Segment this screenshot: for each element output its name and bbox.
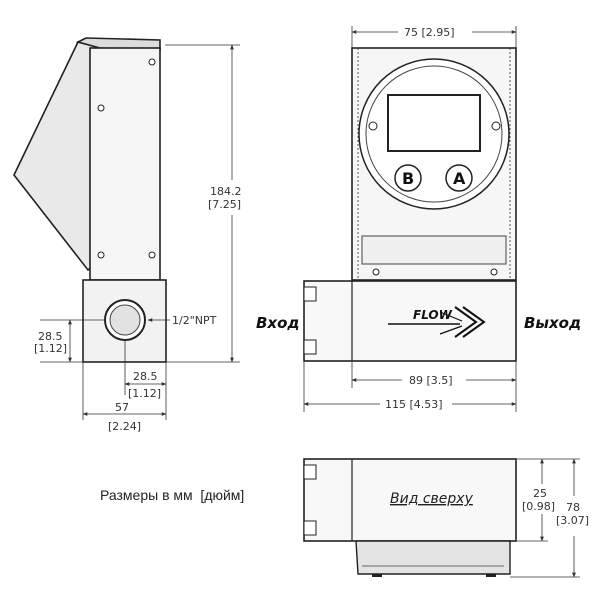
front-top-width: 75 [2.95] (404, 26, 455, 39)
mounting-screw-icon (97, 58, 156, 259)
display-screen (387, 94, 481, 152)
port-offset-h-in: [1.12] (128, 387, 161, 400)
side-width-mm: 57 (115, 401, 129, 414)
top-overall-height-in: [3.07] (556, 514, 589, 527)
side-view: 184.2 [7.25] 1/2"NPT 28.5 [1.12] 28.5 [1… (13, 37, 242, 433)
side-width-in: [2.24] (108, 420, 141, 433)
top-view: Вид сверху 25 [0.98] 78 [3.07] (303, 458, 589, 578)
front-lower-panel (361, 235, 507, 265)
port-offset-h-mm: 28.5 (133, 370, 158, 383)
npt-port-icon (104, 299, 146, 341)
front-inner-width: 89 [3.5] (409, 374, 453, 387)
flow-chevron-icon (388, 306, 486, 338)
front-view: 75 [2.95] B A (256, 26, 581, 412)
units-note: Размеры в мм [дюйм] (100, 487, 244, 503)
port-offset-v-in: [1.12] (34, 342, 67, 355)
top-flow-block (303, 458, 517, 542)
top-housing-shadow (355, 540, 511, 575)
port-offset-v-mm: 28.5 (38, 330, 63, 343)
top-body-height-mm: 25 (533, 487, 547, 500)
side-height-in: [7.25] (208, 198, 241, 211)
inlet-label: Вход (256, 314, 300, 332)
port-label: 1/2"NPT (172, 314, 217, 327)
front-flow-block (303, 280, 517, 362)
outlet-label: Выход (524, 314, 581, 332)
svg-text:B: B (402, 169, 414, 188)
top-view-title: Вид сверху (390, 491, 474, 507)
flow-label: FLOW (413, 308, 453, 322)
side-housing-top (75, 37, 161, 51)
svg-text:A: A (453, 169, 466, 188)
side-height-mm: 184.2 (210, 185, 242, 198)
front-overall-width: 115 [4.53] (385, 398, 443, 411)
side-mounting-plate (89, 47, 161, 281)
side-housing-slant (13, 41, 101, 272)
top-body-height-in: [0.98] (522, 500, 555, 513)
top-overall-height-mm: 78 (566, 501, 580, 514)
button-a: A (445, 164, 473, 192)
button-b: B (394, 164, 422, 192)
